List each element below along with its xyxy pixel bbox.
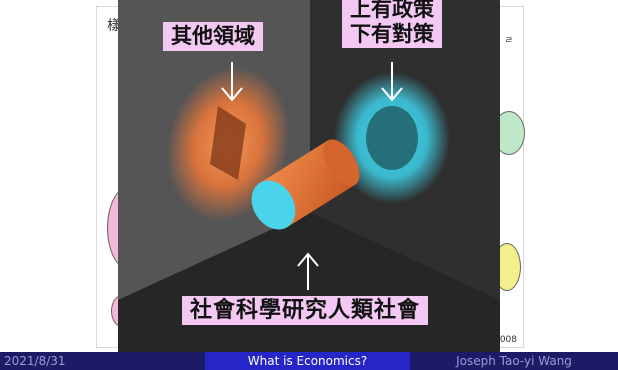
bg-figure-label: ㄹ	[504, 36, 513, 46]
footer-author: Joseph Tao-yi Wang	[410, 352, 618, 370]
callout-other-fields: 其他領域	[163, 22, 263, 51]
footer-date: 2021/8/31	[0, 352, 205, 370]
callout-policy: 上有政策 下有對策	[342, 0, 442, 48]
orange-rectangle-shadow	[210, 106, 246, 180]
slide-footer: 2021/8/31 What is Economics? Joseph Tao-…	[0, 352, 618, 370]
footer-title: What is Economics?	[205, 352, 410, 370]
bg-figure-label: 樣	[107, 18, 121, 34]
cylinder	[251, 139, 360, 230]
callout-policy-line2: 下有對策	[350, 22, 434, 46]
cyan-circle-shadow	[366, 106, 418, 170]
callout-social-sciences: 社會科學研究人類社會	[182, 296, 429, 325]
arrows	[221, 62, 403, 290]
callout-policy-line1: 上有政策	[350, 0, 434, 21]
slide: 樣 ㄹ 008	[96, 0, 525, 352]
projection-illustration	[118, 0, 500, 352]
cylinder-cyan-face	[251, 180, 296, 230]
projection-scene	[118, 0, 500, 352]
bg-figure-label: 008	[499, 335, 517, 345]
